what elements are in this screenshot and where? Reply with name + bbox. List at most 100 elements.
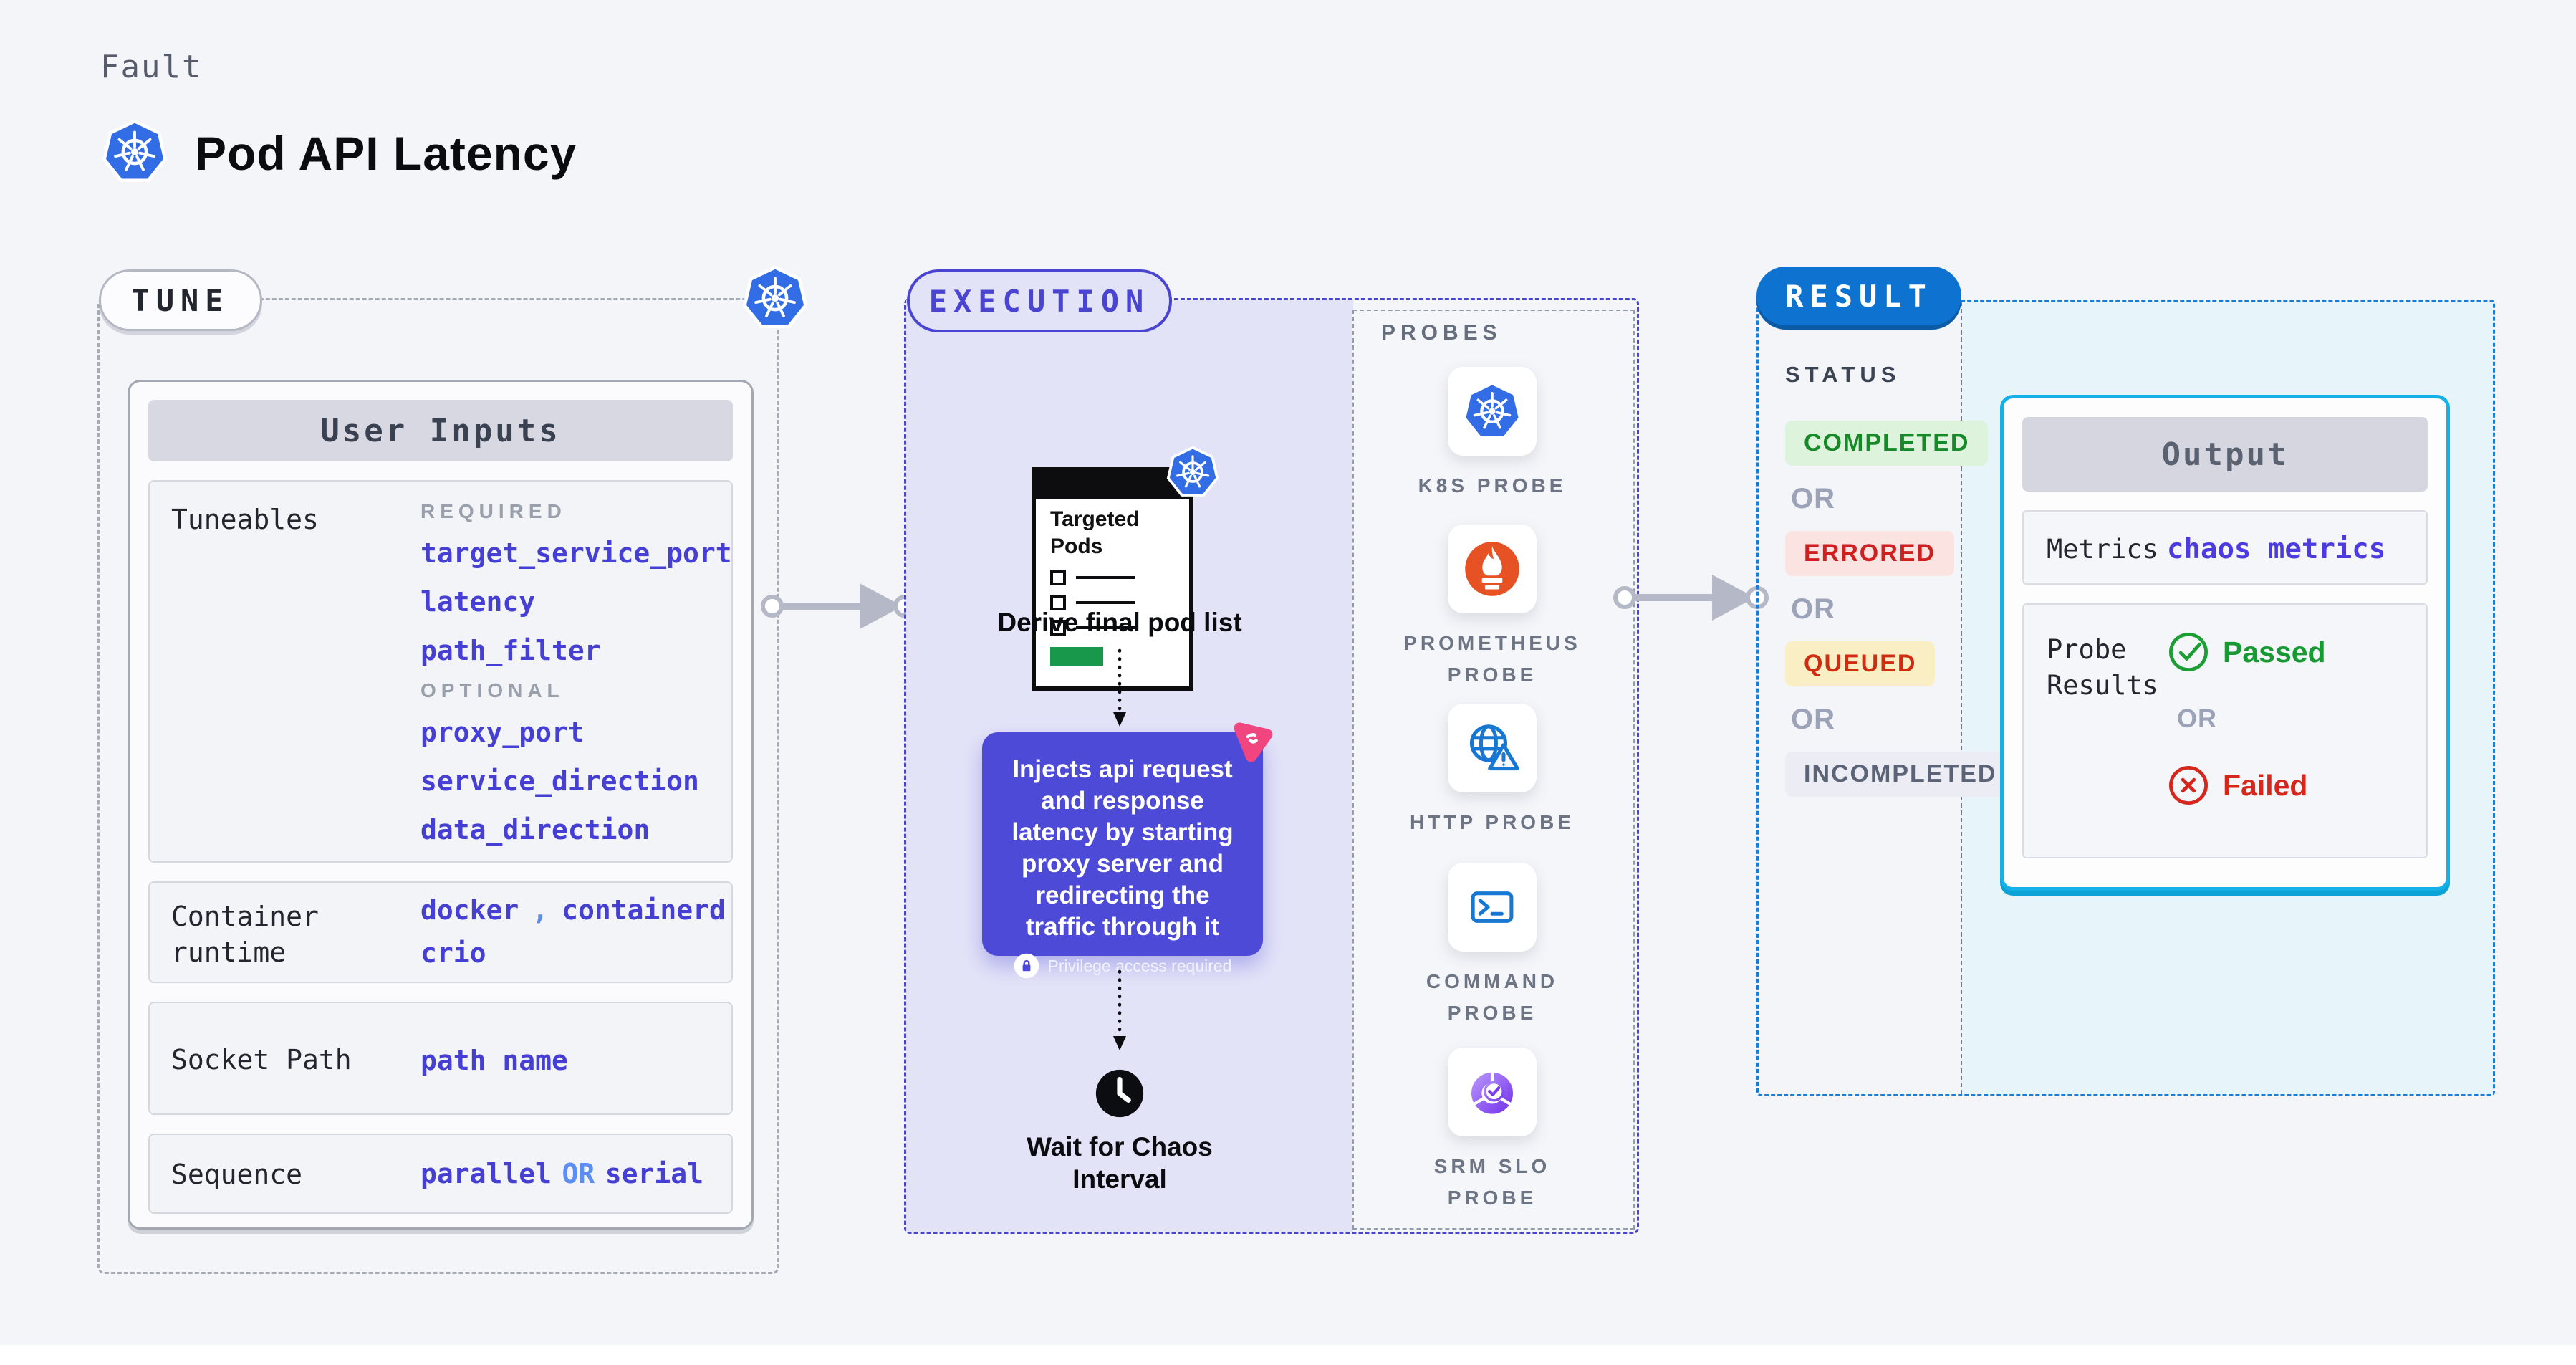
failed-row: Failed — [2167, 764, 2326, 807]
execution-badge: EXECUTION — [907, 269, 1172, 332]
tuneables-values: REQUIRED target_service_port latency pat… — [420, 500, 732, 846]
container-runtime-label: Container runtime — [171, 901, 319, 968]
metrics-label: Metrics — [2047, 534, 2158, 565]
tuneable-link-service-direction[interactable]: service_direction — [420, 765, 699, 797]
slo-donut-check-icon — [1462, 1062, 1522, 1122]
tune-badge-label: TUNE — [131, 282, 230, 318]
probe-item-k8s: K8S PROBE — [1360, 367, 1625, 502]
privilege-label: Privilege access required — [1047, 956, 1232, 975]
metrics-row: Metrics chaos metrics — [2022, 510, 2428, 585]
prometheus-icon — [1462, 539, 1522, 599]
sequence-label: Sequence — [171, 1159, 303, 1190]
tuneable-link-path-filter[interactable]: path_filter — [420, 635, 601, 666]
pod-list-item — [1050, 595, 1189, 610]
socket-path-label: Socket Path — [171, 1044, 352, 1076]
arrow-execution-to-result — [1613, 575, 1769, 621]
tuneable-link-latency[interactable]: latency — [420, 586, 536, 618]
sequence-value-serial: serial — [605, 1158, 703, 1189]
checkbox-icon — [1050, 620, 1066, 636]
container-runtime-row: Container runtime docker , containerd cr… — [148, 881, 733, 983]
probe-item-prometheus: PROMETHEUS PROBE — [1360, 525, 1625, 691]
green-progress-bar — [1050, 647, 1103, 666]
wait-chaos-interval-label: Wait for Chaos Interval — [1027, 1132, 1213, 1194]
probe-item-srm-slo: SRM SLO PROBE — [1360, 1048, 1625, 1214]
doc-titlebar — [1036, 471, 1189, 499]
dotted-arrow-down-icon — [1113, 648, 1126, 727]
socket-path-value: path name — [420, 1045, 568, 1076]
lock-icon — [1014, 953, 1039, 979]
tuneables-row: Tuneables REQUIRED target_service_port l… — [148, 480, 733, 863]
probe-card — [1448, 1048, 1537, 1136]
user-inputs-header: User Inputs — [148, 400, 733, 461]
tuneable-link-proxy-port[interactable]: proxy_port — [420, 717, 585, 748]
runtime-value-crio: crio — [420, 937, 486, 969]
privilege-row: Privilege access required — [998, 953, 1247, 979]
tuneable-link-target-service-port[interactable]: target_service_port — [420, 537, 732, 569]
probes-title: PROBES — [1381, 321, 1502, 345]
sequence-value-parallel: parallel — [420, 1158, 552, 1189]
or-separator: OR — [1791, 483, 1835, 514]
probe-results-label: Probe Results — [2047, 634, 2158, 701]
page-title: Pod API Latency — [195, 127, 577, 180]
user-inputs-title: User Inputs — [320, 412, 561, 449]
failed-label: Failed — [2223, 768, 2308, 802]
or-separator: OR — [2177, 704, 2217, 733]
runtime-separator: , — [532, 894, 549, 926]
execution-badge-label: EXECUTION — [928, 283, 1150, 319]
dotted-arrow-down-icon — [1113, 969, 1126, 1050]
chaos-pink-icon — [1225, 712, 1279, 767]
checkbox-icon — [1050, 595, 1066, 610]
kubernetes-icon — [742, 265, 808, 331]
runtime-value-docker: docker — [420, 894, 519, 926]
targeted-pods-doc: Targeted Pods — [1032, 467, 1193, 691]
sequence-or: OR — [562, 1158, 595, 1189]
user-inputs-card: User Inputs Tuneables REQUIRED target_se… — [128, 380, 754, 1230]
or-separator: OR — [1791, 593, 1835, 625]
derive-pod-list-label: Derive final pod list — [997, 608, 1242, 637]
probe-results-row: Probe Results Passed OR Failed — [2022, 603, 2428, 858]
metrics-value: chaos metrics — [2167, 533, 2386, 565]
kubernetes-icon — [102, 119, 168, 185]
line — [1076, 601, 1135, 604]
passed-label: Passed — [2223, 635, 2326, 669]
probe-label: HTTP PROBE — [1410, 811, 1575, 833]
checkbox-icon — [1050, 570, 1066, 585]
line — [1076, 576, 1135, 579]
status-title: STATUS — [1785, 362, 1901, 387]
clock-icon — [1094, 1068, 1145, 1119]
terminal-icon — [1462, 877, 1522, 937]
probe-item-http: HTTP PROBE — [1360, 704, 1625, 838]
line — [1076, 626, 1135, 629]
status-column: STATUS COMPLETED OR ERRORED OR QUEUED OR… — [1785, 362, 2016, 797]
tune-badge: TUNE — [99, 269, 262, 331]
http-globe-warning-icon — [1462, 718, 1522, 778]
probe-label: K8S PROBE — [1418, 474, 1567, 497]
or-separator: OR — [1791, 704, 1835, 735]
pod-list-item — [1050, 620, 1189, 636]
probe-card — [1448, 367, 1537, 456]
runtime-value-containerd: containerd — [562, 894, 726, 926]
required-label: REQUIRED — [420, 500, 567, 522]
probe-results-values: Passed OR Failed — [2167, 631, 2326, 807]
check-circle-icon — [2167, 631, 2210, 674]
bottom-strip — [0, 1345, 2576, 1365]
tuneables-label: Tuneables — [171, 504, 319, 535]
probe-label: COMMAND PROBE — [1426, 970, 1559, 1024]
inject-text: Injects api request and response latency… — [1011, 755, 1234, 941]
probe-card — [1448, 704, 1537, 792]
status-badge-queued: QUEUED — [1785, 641, 1936, 686]
pod-list-item — [1050, 570, 1189, 585]
targeted-pods-title: Targeted Pods — [1050, 507, 1140, 558]
kubernetes-icon — [1462, 381, 1522, 441]
result-badge-label: RESULT — [1785, 278, 1933, 314]
tuneable-link-data-direction[interactable]: data_direction — [420, 814, 650, 846]
socket-path-row: Socket Path path name — [148, 1002, 733, 1115]
probe-label: SRM SLO PROBE — [1433, 1155, 1551, 1209]
x-circle-icon — [2167, 764, 2210, 807]
status-badge-errored: ERRORED — [1785, 531, 1955, 576]
inject-description-box: Injects api request and response latency… — [982, 732, 1263, 956]
tune-panel — [97, 298, 779, 1274]
status-badge-incompleted: INCOMPLETED — [1785, 752, 2016, 797]
probe-card — [1448, 525, 1537, 613]
